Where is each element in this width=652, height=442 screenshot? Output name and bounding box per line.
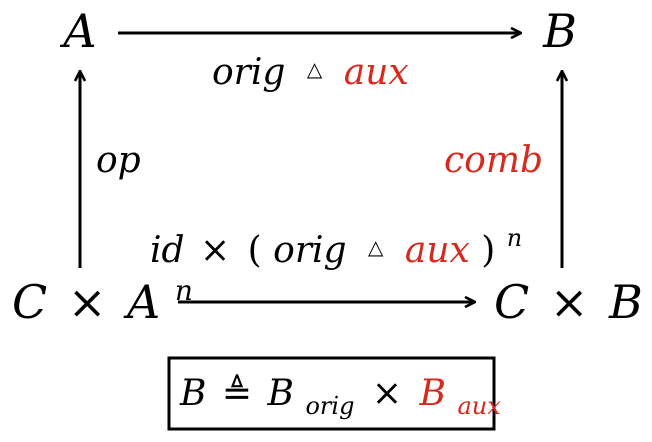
node-c-times-b-n: C × B n bbox=[494, 274, 652, 329]
node-a: A bbox=[59, 4, 96, 58]
exponent-n: n bbox=[175, 274, 193, 307]
node-c-times-a-n: C × A n bbox=[12, 274, 193, 329]
definition-times: × bbox=[372, 373, 402, 414]
label-left: op bbox=[96, 140, 141, 181]
definition-sub-orig: orig bbox=[305, 392, 354, 420]
definition-sub-aux: aux bbox=[457, 392, 501, 420]
label-top-orig: orig bbox=[212, 52, 285, 93]
definition-b-aux: B bbox=[419, 373, 446, 414]
definition-defeq: ≜ bbox=[222, 373, 252, 414]
definition-formula: B ≜ B orig × B aux bbox=[179, 373, 501, 423]
times-symbol: × bbox=[550, 275, 589, 329]
times-symbol: × bbox=[68, 275, 107, 329]
label-bottom: id × ( orig △ aux ) n bbox=[150, 222, 522, 271]
label-bottom-close-paren: ) bbox=[481, 230, 495, 271]
node-b-base: B bbox=[608, 275, 643, 329]
definition-lhs: B bbox=[179, 373, 206, 414]
definition-b-orig: B bbox=[267, 373, 294, 414]
node-a-base: A bbox=[123, 275, 160, 329]
label-bottom-orig: orig bbox=[273, 230, 346, 271]
node-c: C bbox=[494, 275, 529, 329]
definition-box bbox=[167, 356, 496, 431]
node-b: B bbox=[542, 4, 577, 58]
label-bottom-open-paren: ( bbox=[248, 230, 262, 271]
label-top-triangle: △ bbox=[307, 57, 323, 81]
label-bottom-aux: aux bbox=[405, 230, 470, 271]
label-bottom-times: × bbox=[200, 230, 230, 271]
label-bottom-exponent: n bbox=[507, 224, 522, 252]
label-bottom-id: id bbox=[150, 230, 185, 271]
node-c: C bbox=[12, 275, 47, 329]
label-top-aux: aux bbox=[344, 52, 409, 93]
label-bottom-triangle: △ bbox=[368, 235, 384, 259]
label-top: orig △ aux bbox=[212, 44, 409, 93]
label-right: comb bbox=[444, 140, 543, 181]
